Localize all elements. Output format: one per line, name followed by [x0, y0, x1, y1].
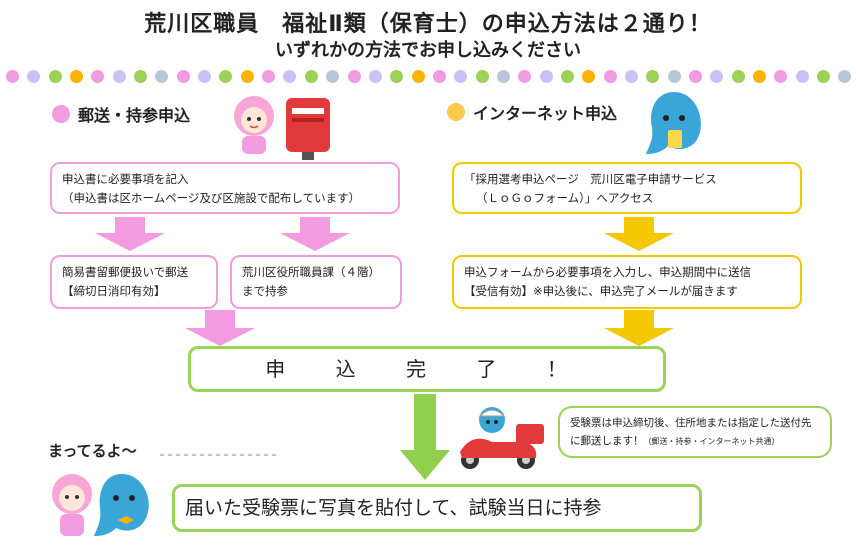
mail-visit-line2: まで持参 — [242, 284, 288, 298]
notice-line2-small: （郵送・持参・インターネット共通） — [643, 437, 780, 446]
online-step1-line1: 「採用選考申込ページ 荒川区電子申請サービス — [464, 172, 717, 186]
online-step2-line1: 申込フォームから必要事項を入力し、申込期間中に送信 — [464, 265, 752, 279]
page-title: 荒川区職員 福祉Ⅱ類（保育士）の申込方法は２通り！ — [144, 12, 712, 37]
mail-heading-label: 郵送・持参申込 — [78, 106, 191, 125]
dot-icon — [646, 70, 660, 83]
mail-step1-line1: 申込書に必要事項を記入 — [62, 172, 189, 186]
dotted-underline — [160, 454, 280, 456]
yellow-bullet-icon — [447, 103, 465, 121]
complete-box: 申 込 完 了 ！ — [188, 346, 666, 392]
pink-character-icon — [234, 96, 274, 154]
final-text: 届いた受験票に写真を貼付して、試験当日に持参 — [185, 496, 602, 519]
dot-icon — [112, 70, 126, 83]
dot-icon — [582, 70, 596, 83]
notice-line2: に郵送します！ — [570, 435, 644, 447]
complete-label: 申 込 完 了 ！ — [265, 356, 589, 381]
dot-icon — [411, 70, 425, 83]
waiting-text: まってるよ〜 — [48, 442, 137, 460]
dot-icon — [774, 70, 788, 83]
mail-step1-box: 申込書に必要事項を記入 （申込書は区ホームページ及び区施設で配布しています） — [50, 162, 400, 214]
blue-character-icon — [94, 474, 149, 536]
dot-icon — [6, 70, 19, 83]
arrow-down-icon — [400, 394, 450, 480]
mail-section-heading: 郵送・持参申込 — [52, 102, 190, 126]
pink-bullet-icon — [52, 105, 70, 123]
online-section-heading: インターネット申込 — [447, 100, 617, 124]
mail-post-line1: 簡易書留郵便扱いで郵送 — [62, 265, 189, 279]
dot-icon — [795, 70, 809, 83]
dot-icon — [48, 70, 62, 83]
dot-icon — [326, 70, 340, 83]
dot-icon — [710, 70, 724, 83]
dot-icon — [198, 70, 212, 83]
mailbox-icon — [286, 98, 330, 160]
dot-icon — [838, 70, 852, 83]
blue-character-icon — [646, 92, 701, 154]
dot-icon — [603, 70, 617, 83]
mail-step1-line2: （申込書は区ホームページ及び区施設で配布しています） — [62, 191, 361, 205]
dot-icon — [817, 70, 831, 83]
dot-icon — [240, 70, 254, 83]
notice-box: 受験票は申込締切後、住所地または指定した送付先 に郵送します！（郵送・持参・イン… — [558, 406, 832, 458]
mail-post-box: 簡易書留郵便扱いで郵送 【締切日消印有効】 — [50, 255, 218, 309]
notice-line1: 受験票は申込締切後、住所地または指定した送付先 — [570, 417, 812, 429]
dot-icon — [134, 70, 148, 83]
dot-icon — [689, 70, 702, 83]
dot-icon — [70, 70, 84, 83]
dot-icon — [753, 70, 767, 83]
mail-post-line2: 【締切日消印有効】 — [62, 284, 166, 298]
dot-icon — [390, 70, 404, 83]
online-heading-label: インターネット申込 — [473, 104, 618, 123]
online-step2-line2: 【受信有効】※申込後に、申込完了メールが届きます — [464, 284, 738, 298]
dot-icon — [667, 70, 681, 83]
dot-divider — [6, 70, 852, 86]
dot-icon — [368, 70, 382, 83]
characters-illustration — [52, 474, 149, 536]
arrow-down-icon — [280, 217, 350, 251]
dot-icon — [219, 70, 233, 83]
arrow-down-icon — [604, 217, 674, 251]
dot-icon — [347, 70, 361, 83]
dot-icon — [624, 70, 638, 83]
dot-icon — [454, 70, 468, 83]
dot-icon — [304, 70, 318, 83]
dot-icon — [475, 70, 489, 83]
arrow-down-icon — [604, 310, 674, 346]
mail-visit-box: 荒川区役所職員課（４階） まで持参 — [230, 255, 402, 309]
page-subtitle: いずれかの方法でお申し込みください — [275, 40, 581, 61]
arrow-down-icon — [95, 217, 165, 251]
pink-character-icon — [52, 474, 92, 536]
online-step2-box: 申込フォームから必要事項を入力し、申込期間中に送信 【受信有効】※申込後に、申込… — [452, 255, 802, 309]
dot-icon — [27, 70, 41, 83]
dot-icon — [518, 70, 532, 83]
mail-visit-line1: 荒川区役所職員課（４階） — [242, 265, 380, 279]
dot-icon — [283, 70, 297, 83]
dot-icon — [155, 70, 169, 83]
dot-icon — [731, 70, 745, 83]
dot-icon — [432, 70, 446, 83]
dot-icon — [176, 70, 190, 83]
scooter-mail-carrier-icon — [460, 407, 544, 469]
arrow-down-icon — [185, 310, 255, 346]
pink-character-mailbox-illustration — [234, 96, 330, 160]
dot-icon — [496, 70, 510, 83]
final-box: 届いた受験票に写真を貼付して、試験当日に持参 — [172, 484, 702, 532]
online-step1-box: 「採用選考申込ページ 荒川区電子申請サービス （ＬｏＧｏフォーム）」へアクセス — [452, 162, 802, 214]
dot-icon — [560, 70, 574, 83]
dot-icon — [539, 70, 553, 83]
dot-icon — [91, 70, 105, 83]
online-step1-line2: （ＬｏＧｏフォーム）」へアクセス — [476, 191, 654, 205]
dot-icon — [262, 70, 276, 83]
